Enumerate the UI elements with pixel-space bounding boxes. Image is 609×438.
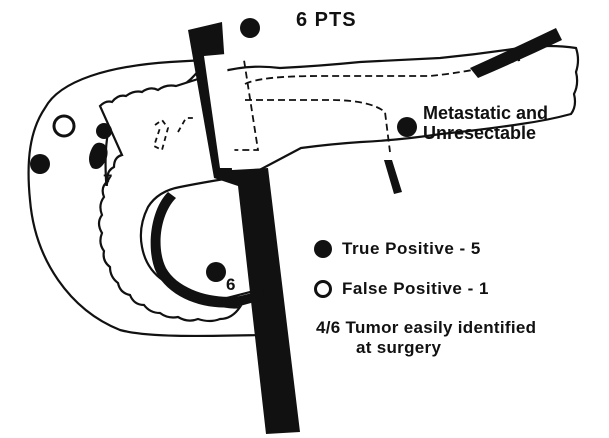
legend-true-positive-label: True Positive - 5 [342,239,481,259]
true-positive-marker [30,154,50,174]
true-positive-marker [206,262,226,282]
legend-true-positive: True Positive - 5 [314,238,489,260]
open-circle-icon [314,280,332,298]
metastatic-label-line1: Metastatic and [423,103,573,123]
surgery-note-line1: 4/6 Tumor easily identified [316,318,536,338]
legend-false-positive: False Positive - 1 [314,278,489,300]
filled-circle-icon [314,240,332,258]
patients-count-label: 6 PTS [296,10,357,30]
legend-false-positive-label: False Positive - 1 [342,279,489,299]
true-positive-marker [397,117,417,137]
false-positive-marker [54,116,74,136]
dorsal-vessel [384,160,402,194]
true-positive-marker [96,123,112,139]
metastatic-label: Metastatic and Unresectable [423,103,573,143]
metastatic-label-line2: Unresectable [423,123,573,143]
tumor-marker-number-7: 7 [103,172,112,189]
true-positive-marker [240,18,260,38]
tumor-marker-number-6: 6 [226,276,235,293]
surgery-note: 4/6 Tumor easily identified at surgery [316,318,536,358]
surgery-note-line2: at surgery [316,338,536,358]
legend: True Positive - 5 False Positive - 1 [314,238,489,318]
